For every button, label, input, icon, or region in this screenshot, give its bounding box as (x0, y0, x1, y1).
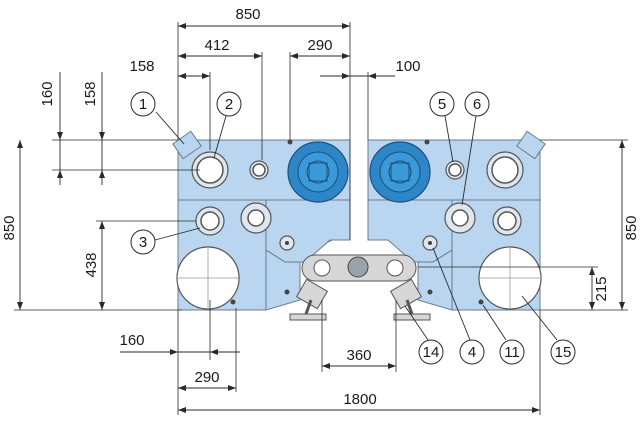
port-2-left (191, 151, 229, 189)
callout-6: 6 (461, 91, 490, 206)
port-right-mid (492, 206, 522, 236)
dim-850-top: 850 (235, 6, 260, 23)
svg-text:3: 3 (139, 234, 147, 251)
dim-412: 412 (204, 37, 229, 54)
dim-1800: 1800 (343, 391, 376, 408)
bolts-right (424, 139, 484, 305)
small-valve-left (279, 235, 295, 251)
dim-215: 215 (593, 276, 610, 301)
inlet-pipe-left (172, 130, 202, 160)
blue-pump-left (287, 141, 349, 203)
arrowheads (17, 23, 625, 413)
svg-text:6: 6 (473, 96, 481, 113)
callout-15: 15 (521, 295, 576, 365)
callout-4: 4 (432, 247, 485, 365)
callout-14: 14 (404, 305, 444, 365)
svg-text:4: 4 (468, 344, 476, 361)
dim-100: 100 (395, 58, 420, 75)
small-valve-right (422, 235, 438, 251)
svg-text:1: 1 (139, 96, 147, 113)
callout-5: 5 (429, 91, 455, 163)
svg-text:15: 15 (555, 344, 572, 361)
svg-text:11: 11 (504, 344, 520, 361)
bolts-left (230, 139, 293, 305)
inlet-pipe-right (516, 130, 546, 160)
manway-left (176, 246, 240, 310)
dim-438: 438 (83, 252, 100, 277)
blue-pump-right (369, 141, 431, 203)
dim-360: 360 (346, 347, 371, 364)
port-3-left (195, 206, 225, 236)
port-right-top (486, 151, 524, 189)
callout-11: 11 (482, 304, 525, 365)
flange-right-mid (444, 202, 476, 234)
dim-158-top: 158 (129, 58, 154, 75)
dim-850-right: 850 (623, 215, 640, 240)
dim-290-top: 290 (307, 37, 332, 54)
dim-290-bottom: 290 (194, 369, 219, 386)
callout-2: 2 (213, 91, 242, 159)
dimension-lines (14, 22, 628, 415)
dim-160-vertical: 160 (39, 81, 56, 106)
svg-text:2: 2 (225, 96, 233, 113)
dim-160-bottom: 160 (119, 332, 144, 349)
manway-right (478, 246, 542, 310)
small-port-left-top (249, 160, 269, 180)
svg-text:5: 5 (438, 96, 446, 113)
dim-158-vertical: 158 (82, 81, 99, 106)
central-pump-assembly (301, 254, 417, 282)
callout-1: 1 (130, 91, 185, 145)
flange-left-mid (240, 202, 272, 234)
svg-text:14: 14 (423, 344, 440, 361)
callout-3: 3 (130, 227, 201, 255)
small-port-right-top (445, 160, 465, 180)
dim-850-left: 850 (1, 215, 18, 240)
